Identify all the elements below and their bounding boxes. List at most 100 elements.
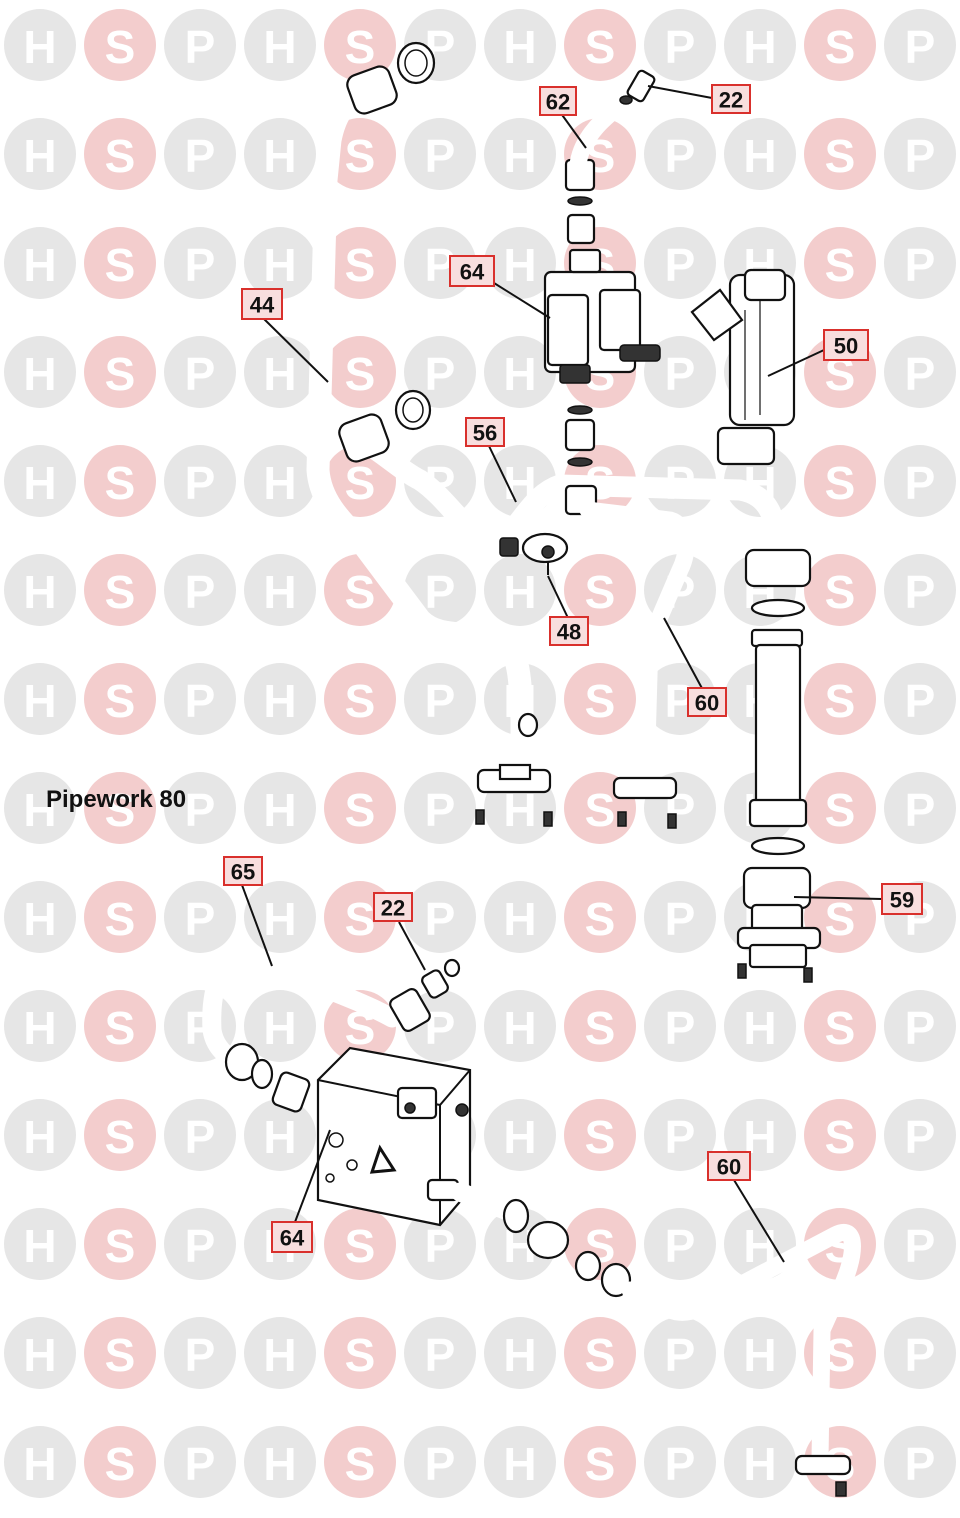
callout-59[interactable]: 59: [881, 883, 923, 915]
callout-64[interactable]: 64: [271, 1221, 313, 1253]
callout-label: 22: [719, 88, 743, 113]
callout-64[interactable]: 64: [449, 255, 495, 287]
watermark-letter: P: [665, 1111, 696, 1163]
callout-box: [373, 892, 413, 922]
watermark-circle: [404, 772, 476, 844]
watermark-circle: [564, 1099, 636, 1171]
watermark-letter: P: [665, 239, 696, 291]
watermark-letter: P: [185, 1329, 216, 1381]
watermark-circle: [564, 881, 636, 953]
watermark-letter: H: [23, 675, 56, 727]
watermark-letter: P: [425, 1002, 456, 1054]
watermark-letter: S: [585, 566, 616, 618]
watermark-letter: S: [105, 893, 136, 945]
callout-50[interactable]: 50: [823, 329, 869, 361]
watermark-circle: [324, 1317, 396, 1389]
callout-box: [881, 883, 923, 915]
watermark-letter: H: [263, 1438, 296, 1490]
watermark-circle: [884, 554, 956, 626]
part-callouts: 62 22 64 44 50 56 48 60 59 65 22 64 60: [223, 84, 923, 1253]
callout-box: [687, 687, 727, 717]
watermark-letter: S: [585, 893, 616, 945]
callout-label: 60: [717, 1155, 741, 1180]
watermark-circle: [244, 881, 316, 953]
callout-60[interactable]: 60: [687, 687, 727, 717]
leader-lines: [241, 85, 883, 1263]
hsp-watermark: HSPHSPHSPHSPHSPHSPHSPHSPHSPHSPHSPHSPHSPH…: [4, 9, 956, 1498]
callout-48[interactable]: 48: [549, 616, 589, 646]
watermark-letter: P: [185, 1438, 216, 1490]
watermark-letter: P: [665, 893, 696, 945]
watermark-circle: [644, 336, 716, 408]
watermark-circle: [84, 990, 156, 1062]
callout-box: [707, 1151, 751, 1181]
watermark-letter: P: [665, 348, 696, 400]
watermark-circle: [884, 663, 956, 735]
watermark-circle: [644, 1099, 716, 1171]
watermark-circle: [244, 1317, 316, 1389]
watermark-letter: P: [665, 21, 696, 73]
watermark-circle: [164, 118, 236, 190]
watermark-letter: P: [185, 21, 216, 73]
callout-22[interactable]: 22: [711, 84, 751, 114]
watermark-letter: P: [905, 239, 936, 291]
watermark-letter: H: [263, 21, 296, 73]
callout-65[interactable]: 65: [223, 856, 263, 886]
watermark-letter: S: [345, 1329, 376, 1381]
watermark-circle: [404, 118, 476, 190]
watermark-circle: [484, 881, 556, 953]
watermark-letter: H: [23, 566, 56, 618]
watermark-circle: [164, 9, 236, 81]
watermark-letter: H: [503, 348, 536, 400]
watermark-letter: H: [23, 348, 56, 400]
watermark-letter: H: [503, 893, 536, 945]
callout-62[interactable]: 62: [539, 86, 577, 116]
watermark-letter: H: [263, 130, 296, 182]
watermark-letter: S: [825, 21, 856, 73]
callout-box: [549, 616, 589, 646]
watermark-letter: S: [345, 348, 376, 400]
callout-60[interactable]: 60: [707, 1151, 751, 1181]
watermark-letter: P: [665, 1438, 696, 1490]
watermark-letter: S: [105, 675, 136, 727]
watermark-letter: S: [105, 1002, 136, 1054]
watermark-circle: [84, 1208, 156, 1280]
watermark-circle: [164, 227, 236, 299]
watermark-letter: S: [105, 21, 136, 73]
watermark-letter: H: [23, 1438, 56, 1490]
watermark-circle: [164, 336, 236, 408]
watermark-circle: [84, 1317, 156, 1389]
watermark-letter: H: [263, 784, 296, 836]
watermark-letter: S: [825, 784, 856, 836]
watermark-letter: P: [425, 130, 456, 182]
watermark-letter: S: [825, 893, 856, 945]
watermark-circle: [564, 663, 636, 735]
watermark-letter: S: [585, 1438, 616, 1490]
part-48-valve: [499, 532, 569, 575]
watermark-circle: [4, 118, 76, 190]
watermark-letter: S: [345, 130, 376, 182]
watermark-circle: [884, 336, 956, 408]
watermark-circle: [164, 1099, 236, 1171]
watermark-letter: P: [665, 1329, 696, 1381]
watermark-circle: [4, 772, 76, 844]
watermark-letter: H: [23, 1111, 56, 1163]
watermark-circle: [884, 227, 956, 299]
watermark-letter: H: [743, 21, 776, 73]
watermark-circle: [484, 554, 556, 626]
watermark-letter: P: [905, 457, 936, 509]
watermark-letter: P: [425, 1220, 456, 1272]
watermark-letter: P: [185, 130, 216, 182]
watermark-circle: [724, 1317, 796, 1389]
watermark-circle: [244, 990, 316, 1062]
watermark-circle: [164, 881, 236, 953]
watermark-letter: P: [425, 893, 456, 945]
watermark-circle: [4, 1208, 76, 1280]
callout-22[interactable]: 22: [373, 892, 413, 922]
callout-56[interactable]: 56: [465, 417, 505, 447]
callout-44[interactable]: 44: [241, 288, 283, 320]
watermark-circle: [84, 881, 156, 953]
callout-label: 64: [460, 260, 485, 285]
part-22-lower-nipple: [389, 958, 461, 1032]
watermark-letter: H: [743, 130, 776, 182]
